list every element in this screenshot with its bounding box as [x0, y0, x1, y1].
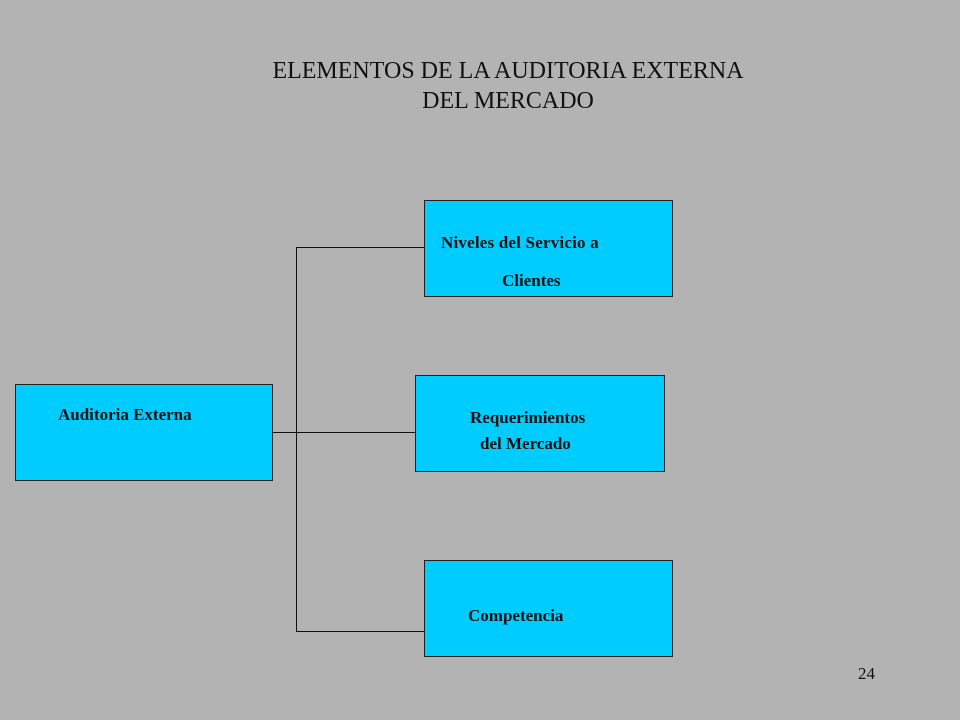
- node-requerimientos-mercado: Requerimientos del Mercado: [415, 375, 665, 472]
- node-niveles-servicio-line1: Niveles del Servicio a: [441, 233, 599, 252]
- connector-branch-requerimientos: [296, 432, 415, 433]
- node-competencia: Competencia: [424, 560, 673, 657]
- connector-branch-niveles: [296, 247, 424, 248]
- node-auditoria-externa: Auditoria Externa: [15, 384, 273, 481]
- connector-branch-competencia: [296, 631, 424, 632]
- node-requerimientos-line1: Requerimientos: [470, 408, 586, 427]
- connector-trunk-vertical: [296, 247, 297, 632]
- page-number: 24: [858, 664, 875, 683]
- title-line-1: ELEMENTOS DE LA AUDITORIA EXTERNA: [272, 58, 744, 84]
- node-niveles-servicio: Niveles del Servicio a Clientes: [424, 200, 673, 297]
- connector-root-horizontal: [273, 432, 297, 433]
- node-requerimientos-line2: del Mercado: [480, 434, 571, 453]
- node-auditoria-externa-label: Auditoria Externa: [58, 405, 192, 424]
- slide-title: ELEMENTOS DE LA AUDITORIA EXTERNA DEL ME…: [0, 56, 960, 116]
- node-competencia-label: Competencia: [468, 606, 564, 625]
- title-line-2: DEL MERCADO: [422, 88, 594, 114]
- node-niveles-servicio-line2: Clientes: [502, 271, 561, 290]
